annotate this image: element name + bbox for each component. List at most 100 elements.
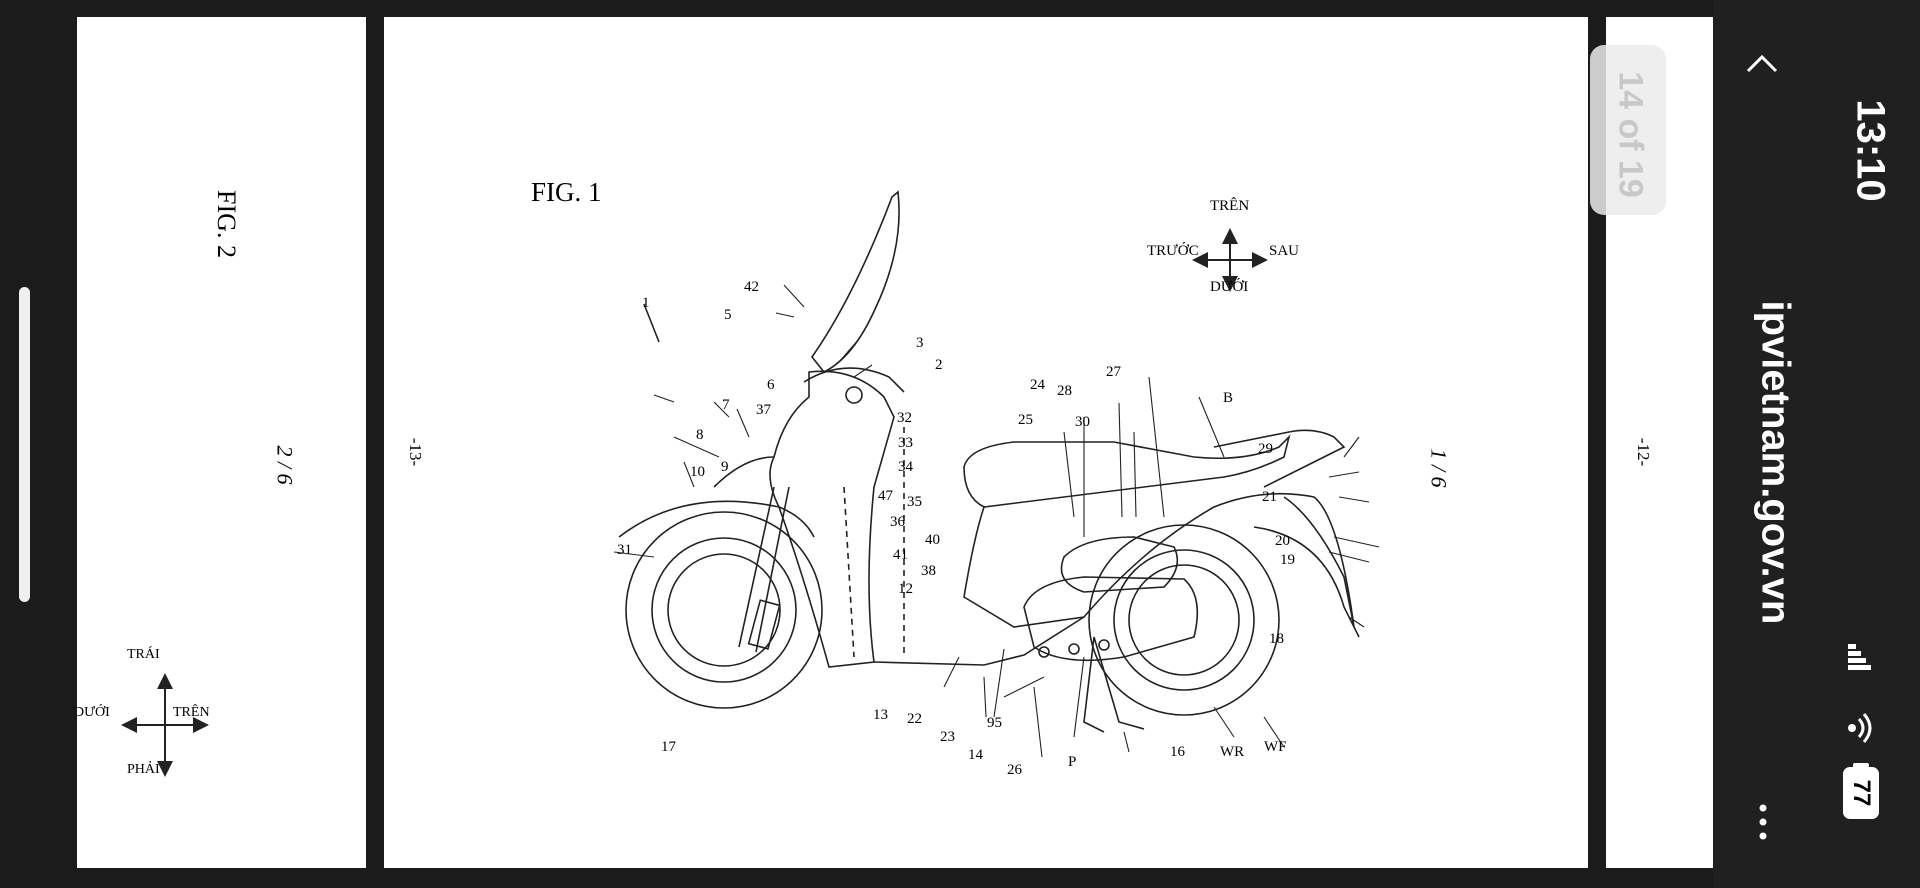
ref-B: 27 — [1106, 364, 1121, 380]
ref-1: 1 — [642, 295, 650, 311]
browser-side-bar — [1713, 0, 1920, 888]
ref-35: 36 — [890, 514, 905, 530]
ref-47: 35 — [907, 494, 922, 510]
rear-body — [963, 492, 1355, 628]
battery-indicator: 77 — [1843, 763, 1879, 823]
rear-wheel-inner — [1113, 549, 1255, 691]
fig1-dir-left: TRƯỚC — [1147, 243, 1199, 259]
current-page[interactable]: FIG. 1 -13- 1 / 6 TRÊN DƯỚI TRƯỚC SAU — [384, 17, 1588, 868]
ref-36: 41 — [893, 547, 908, 563]
ref-3: 3 — [916, 335, 924, 351]
front-cover — [769, 370, 895, 668]
fig1-dir-bottom: DƯỚI — [1210, 279, 1249, 295]
ref-41: 40 — [925, 532, 940, 548]
url-bar[interactable]: ipvietnam.gov.vn — [1753, 300, 1798, 625]
ref-23: 14 — [968, 747, 983, 763]
rear-wheel-rim — [1128, 564, 1240, 676]
ref-40: 38 — [921, 563, 936, 579]
pivot-2 — [1068, 643, 1080, 655]
front-wheel-inner — [651, 537, 797, 683]
ref-42: 5 — [724, 307, 732, 323]
brake-caliper — [747, 599, 781, 650]
ref-28: 25 — [1018, 412, 1033, 428]
previous-page[interactable]: FIG. 2 2 / 6 TRÁI PHẢI DƯỚI TRÊN — [77, 17, 366, 868]
ref-33: 34 — [898, 459, 913, 475]
fig1-dir-top: TRÊN — [1210, 198, 1250, 214]
ref-13: 22 — [907, 711, 922, 727]
figure-1-label: FIG. 1 — [531, 177, 602, 207]
page-counter: 14 of 19 — [1590, 45, 1666, 215]
ref-9: 10 — [690, 464, 705, 480]
fig2-dir-up: TRÁI — [127, 647, 160, 662]
fig2-dir-left: DƯỚI — [77, 705, 110, 720]
fig1-dir-right: SAU — [1269, 243, 1300, 259]
ref-19: 20 — [1275, 533, 1290, 549]
ref-2: 2 — [935, 357, 943, 373]
front-fender — [618, 500, 815, 538]
engine-unit — [1023, 576, 1199, 662]
front-fork — [738, 486, 790, 653]
seat — [963, 434, 1291, 508]
ref-10: 31 — [617, 542, 632, 558]
fig2-direction-compass — [121, 673, 209, 777]
handlebar-cover — [803, 367, 905, 393]
windshield — [811, 190, 900, 374]
frame-dashed — [843, 427, 905, 658]
ref-34: 47 — [878, 488, 893, 504]
ref-20: 21 — [1262, 489, 1277, 505]
fig2-dir-right: TRÊN — [173, 705, 210, 720]
ref-16: WR — [1220, 744, 1245, 760]
ref-26: P — [1068, 754, 1077, 770]
ref-95: 26 — [1007, 762, 1022, 778]
chevron-up-icon[interactable] — [1742, 45, 1782, 85]
fig2-dir-down: PHẢI — [127, 762, 160, 777]
leader-1 — [643, 303, 660, 343]
next-page-footer-number: -12- — [1634, 437, 1654, 467]
scroll-handle[interactable] — [19, 287, 30, 602]
ref-29: B — [1223, 390, 1234, 406]
ref-18: 19 — [1280, 552, 1295, 568]
signal-icon — [1848, 644, 1871, 670]
ref-8: 9 — [721, 459, 729, 475]
rear-fender — [1253, 526, 1360, 638]
front-wheel-outer — [625, 511, 823, 709]
ref-24: 28 — [1057, 383, 1072, 399]
ref-32: 33 — [898, 435, 913, 451]
ref-27: 24 — [1030, 377, 1045, 393]
leader-lines — [613, 284, 1380, 758]
pivot-1 — [1038, 646, 1050, 658]
floor-step — [873, 616, 1085, 666]
more-vertical-icon[interactable] — [1748, 800, 1778, 844]
ref-P: 16 — [1170, 744, 1185, 760]
ref-37: 8 — [696, 427, 704, 443]
ref-12: 13 — [873, 707, 888, 723]
battery-level: 77 — [1848, 779, 1875, 807]
ref-6: 7 — [722, 397, 730, 413]
center-stand — [1083, 636, 1145, 733]
ref-22: 23 — [940, 729, 955, 745]
figure-2-label: FIG. 2 — [211, 190, 241, 258]
front-wheel-rim — [667, 553, 781, 667]
ref-14: 95 — [987, 715, 1002, 731]
ref-17: 18 — [1269, 631, 1284, 647]
ref-31: 32 — [897, 410, 912, 426]
handle-grip — [845, 386, 863, 404]
ref-38: 12 — [898, 581, 913, 597]
ref-21: 29 — [1258, 441, 1273, 457]
tail-light — [1213, 429, 1346, 488]
ref-4: 42 — [744, 279, 759, 295]
front-panel-line — [713, 456, 775, 488]
ref-25: 30 — [1075, 414, 1090, 430]
fig1-direction-compass — [1192, 228, 1268, 292]
air-cleaner — [1060, 536, 1179, 593]
status-time: 13:10 — [1848, 99, 1893, 202]
ref-WR: WF — [1264, 739, 1287, 755]
left-page-number: 2 / 6 — [272, 445, 298, 485]
ref-7: 37 — [756, 402, 771, 418]
rear-wheel-outer — [1088, 524, 1280, 716]
ref-WF: 17 — [661, 739, 676, 755]
pivot-3 — [1098, 639, 1110, 651]
scooter-patent-drawing — [613, 190, 1380, 758]
wifi-icon — [1848, 713, 1872, 743]
ref-5: 6 — [767, 377, 775, 393]
